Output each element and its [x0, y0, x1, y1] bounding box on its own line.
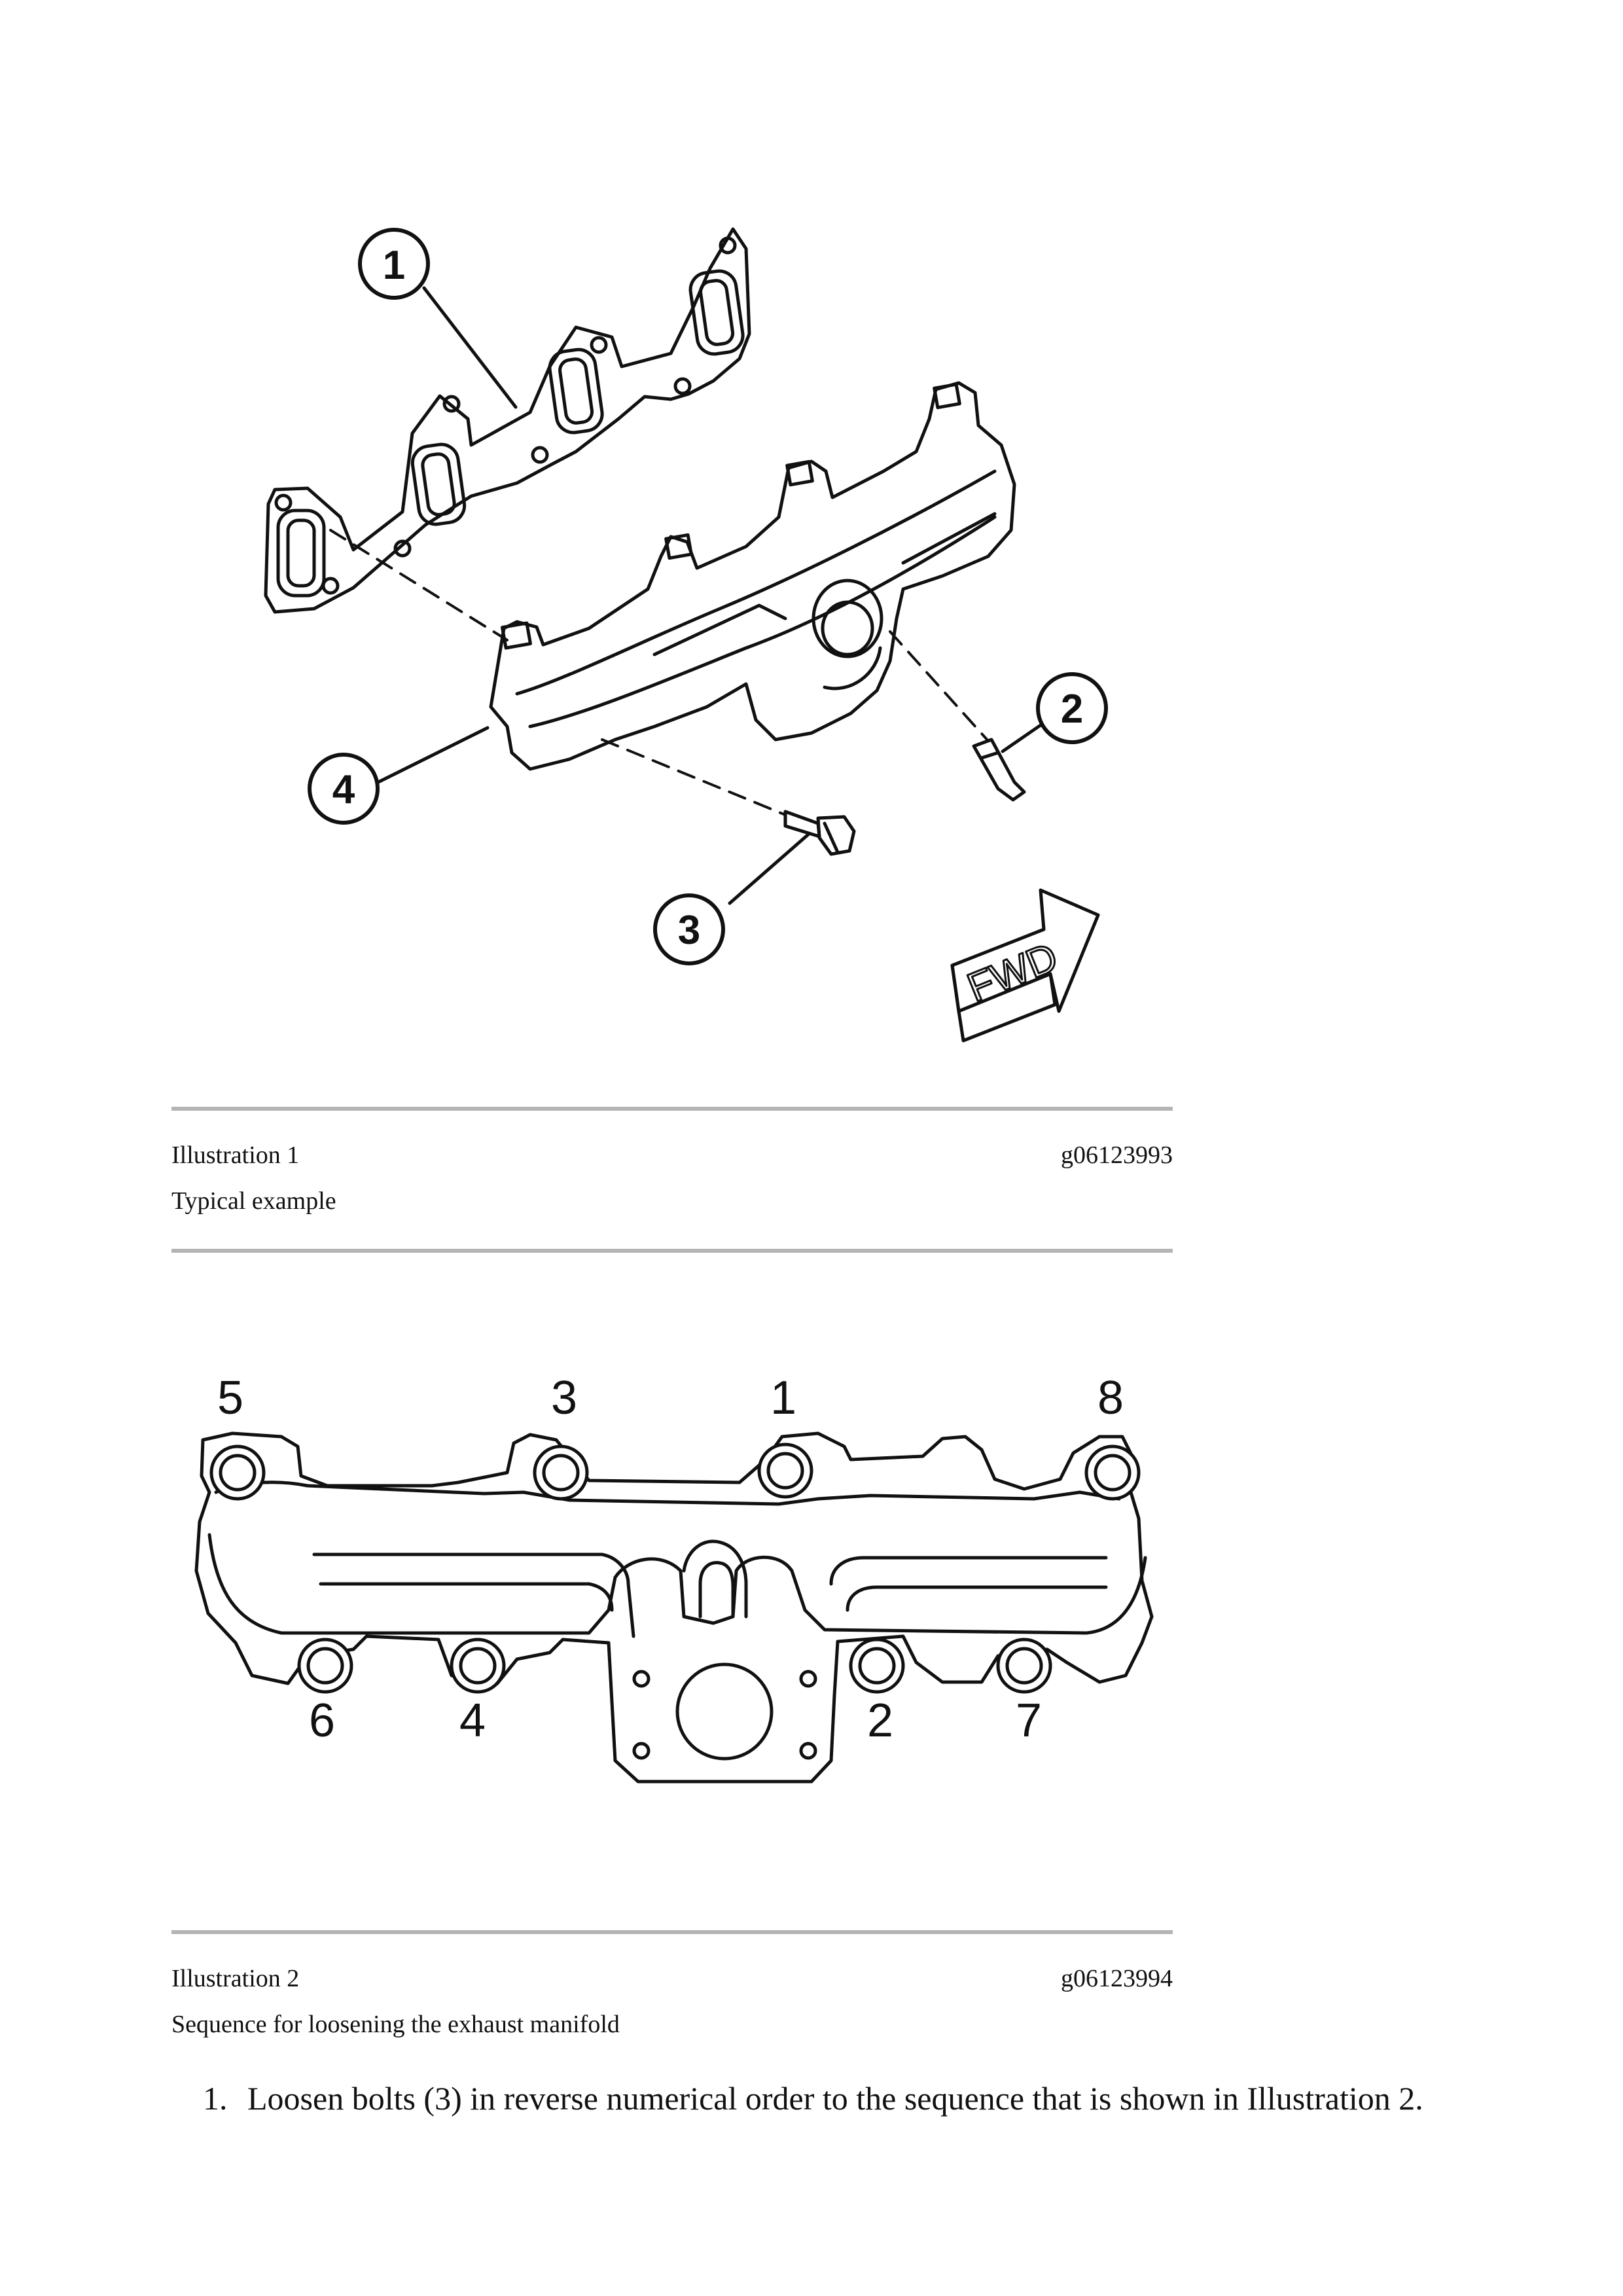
step-number: 1.: [203, 2080, 228, 2117]
caption-2-title: Illustration 2: [171, 1965, 300, 1992]
manifold-outline: [194, 1431, 1154, 1784]
callout-4-label: 4: [332, 767, 355, 812]
alignment-lines: [329, 529, 990, 816]
sensor-part: [972, 738, 1026, 802]
callout-2: 2: [1036, 672, 1108, 744]
bolt-label-4: 4: [459, 1695, 486, 1747]
bolt-label-8: 8: [1097, 1372, 1124, 1424]
bolt-label-1: 1: [770, 1372, 796, 1424]
caption-1-top-rule: [171, 1107, 1173, 1111]
callout-2-label: 2: [1061, 687, 1083, 732]
gasket-part: [264, 227, 751, 614]
step-item: 1. Loosen bolts (3) in reverse numerical …: [203, 2079, 1423, 2117]
bolt-label-3: 3: [551, 1372, 577, 1424]
illustration-1-drawing: 1 2 3 4 FWD: [264, 227, 1108, 1043]
bolt-label-2: 2: [867, 1695, 893, 1747]
caption-2-top-rule: [171, 1930, 1173, 1934]
bolt-heads: [209, 1443, 1141, 1694]
caption-1-title: Illustration 1: [171, 1141, 300, 1169]
bolt-label-7: 7: [1016, 1695, 1042, 1747]
fwd-arrow-icon: FWD: [950, 888, 1100, 1043]
bolt-label-5: 5: [217, 1372, 243, 1424]
callout-3: 3: [653, 893, 725, 965]
caption-1-id: g06123993: [1061, 1141, 1173, 1169]
caption-1-description: Typical example: [171, 1187, 336, 1215]
callout-3-label: 3: [678, 908, 700, 953]
bolt-part: [783, 810, 856, 856]
step-text: Loosen bolts (3) in reverse numerical or…: [247, 2080, 1423, 2117]
bolt-label-6: 6: [309, 1695, 335, 1747]
callout-4: 4: [308, 753, 380, 825]
caption-2-description: Sequence for loosening the exhaust manif…: [171, 2011, 620, 2038]
callout-1-label: 1: [383, 243, 405, 288]
manifold-part: [489, 381, 1016, 771]
callout-1: 1: [358, 228, 430, 300]
leader-lines: [376, 286, 1043, 905]
caption-1-bottom-rule: [171, 1249, 1173, 1253]
illustration-2-drawing: 5 3 1 8 6 4 2 7: [194, 1372, 1154, 1784]
caption-2-id: g06123994: [1061, 1965, 1173, 1992]
